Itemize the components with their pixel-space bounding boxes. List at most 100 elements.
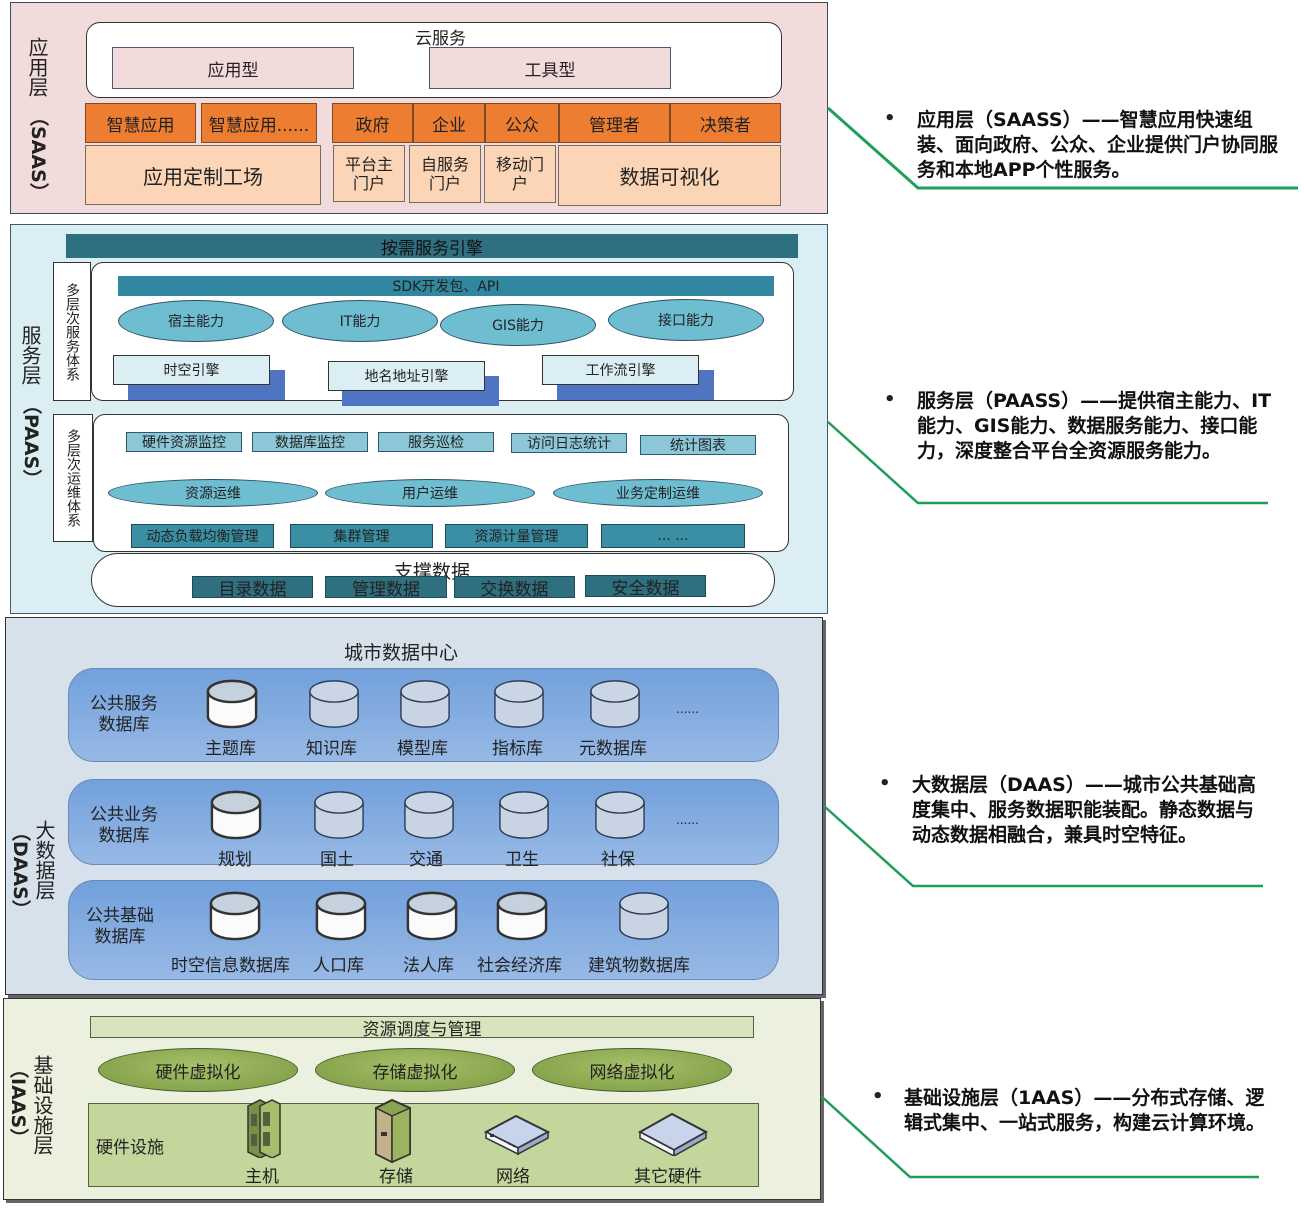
annotation-iaas: • 基础设施层（1AAS）——分布式存储、逻辑式集中、一站式服务，构建云计算环境… (872, 1086, 1272, 1136)
data-visualization-box: 数据可视化 (558, 145, 781, 206)
self-service-portal-box: 自服务门户 (409, 145, 481, 203)
database-label: 知识库 (306, 739, 357, 759)
paas-side-abbr: （PAAS） (20, 395, 42, 489)
hardware-network-label: 网络 (496, 1167, 530, 1187)
monitor-hardware: 硬件资源监控 (126, 432, 242, 452)
database-label: 国土 (320, 850, 354, 870)
iaas-side-label: 基础设施层 (30, 1055, 54, 1155)
service-system-label-box: 多层次服务体系 (53, 262, 91, 401)
database-group-name: 公共基础数据库 (86, 906, 154, 947)
user-gov-box: 政府 (332, 103, 413, 143)
mgmt-cluster: 集群管理 (290, 524, 433, 548)
hardware-virtualization: 硬件虚拟化 (98, 1048, 298, 1092)
database-group-name: 公共服务数据库 (90, 694, 158, 735)
user-enterprise-box: 企业 (413, 103, 485, 143)
bullet-icon: • (884, 108, 896, 129)
monitor-access-log: 访问日志统计 (511, 433, 627, 453)
database-cylinder-icon (314, 791, 364, 839)
capability-it: IT能力 (282, 300, 438, 342)
support-management-data: 管理数据 (325, 576, 447, 600)
support-catalog-data: 目录数据 (192, 576, 313, 600)
database-more-ellipsis: ...... (676, 813, 699, 827)
database-cylinder-icon (406, 891, 458, 941)
database-cylinder-icon (590, 680, 640, 728)
database-label: 元数据库 (579, 739, 647, 759)
database-more-ellipsis: ...... (676, 702, 699, 716)
cloud-service-panel: 云服务 应用型 工具型 (86, 22, 782, 98)
app-type-box: 应用型 (112, 47, 354, 89)
annotation-saas: • 应用层（SAASS）——智慧应用快速组装、面向政府、公众、企业提供门户协同服… (884, 108, 1288, 183)
support-security-data: 安全数据 (585, 575, 706, 599)
tool-type-box: 工具型 (429, 47, 671, 89)
capability-host: 宿主能力 (118, 300, 274, 342)
database-label: 交通 (409, 850, 443, 870)
cloud-title: 云服务 (415, 29, 466, 49)
paas-side-label: 服务层 (18, 325, 42, 385)
monitor-service-inspection: 服务巡检 (378, 432, 494, 452)
database-label: 主题库 (205, 739, 256, 759)
database-cylinder-icon (404, 791, 454, 839)
smart-app-more-box: 智慧应用...... (201, 103, 317, 143)
database-cylinder-icon (209, 891, 261, 941)
storage-virtualization: 存储虚拟化 (315, 1048, 515, 1092)
annotation-saas-text: 应用层（SAASS）——智慧应用快速组装、面向政府、公众、企业提供门户协同服务和… (917, 109, 1279, 181)
capability-gis: GIS能力 (440, 304, 596, 346)
database-label: 社保 (601, 850, 635, 870)
database-label: 建筑物数据库 (588, 956, 690, 976)
service-system-label: 多层次服务体系 (64, 282, 80, 381)
annotation-paas: • 服务层（PAASS）——提供宿主能力、IT能力、GIS能力、数据服务能力、接… (884, 389, 1280, 464)
database-cylinder-icon (494, 680, 544, 728)
user-decision-maker-box: 决策者 (670, 103, 781, 143)
database-cylinder-icon (206, 679, 258, 729)
user-public-box: 公众 (485, 103, 559, 143)
mgmt-resource-metering: 资源计量管理 (445, 524, 588, 548)
database-label: 指标库 (492, 739, 543, 759)
database-label: 社会经济库 (477, 956, 562, 976)
saas-side-label: 应用层 (25, 37, 49, 97)
daas-side-label: 大数据层 (32, 820, 56, 900)
database-label: 人口库 (313, 956, 364, 976)
mobile-portal-box: 移动门户 (484, 145, 556, 203)
database-label: 法人库 (403, 956, 454, 976)
support-exchange-data: 交换数据 (454, 576, 575, 600)
daas-side-abbr: （DAAS） (9, 822, 31, 919)
ops-system-label: 多层次运维体系 (65, 429, 81, 527)
resource-scheduling-bar: 资源调度与管理 (90, 1016, 754, 1040)
hardware-other-label: 其它硬件 (634, 1167, 702, 1187)
bullet-icon: • (884, 389, 896, 410)
database-cylinder-icon (496, 891, 548, 941)
smart-app-box: 智慧应用 (85, 103, 196, 143)
storage-icon (375, 1098, 411, 1164)
database-cylinder-icon (595, 791, 645, 839)
mgmt-load-balance: 动态负载均衡管理 (131, 524, 274, 548)
ops-system-label-box: 多层次运维体系 (53, 414, 93, 542)
annotation-daas-text: 大数据层（DAAS）——城市公共基础高度集中、服务数据职能装配。静态数据与动态数… (912, 774, 1256, 846)
spatiotemporal-engine-box: 时空引擎 (113, 355, 270, 385)
database-cylinder-icon (210, 790, 262, 840)
network-device-icon (484, 1114, 550, 1156)
database-cylinder-icon (499, 791, 549, 839)
hardware-area-label: 硬件设施 (96, 1138, 164, 1158)
bullet-icon: • (879, 773, 891, 794)
ops-resource: 资源运维 (108, 479, 318, 507)
mgmt-more: ... ... (601, 524, 745, 548)
workflow-engine-box: 工作流引擎 (542, 355, 699, 385)
server-host-icon (247, 1099, 281, 1158)
monitor-statistic-chart: 统计图表 (640, 435, 756, 455)
capability-interface: 接口能力 (608, 299, 764, 341)
city-data-center-title: 城市数据中心 (344, 642, 459, 664)
database-cylinder-icon (315, 891, 367, 941)
database-group-name: 公共业务数据库 (90, 805, 158, 846)
annotation-iaas-text: 基础设施层（1AAS）——分布式存储、逻辑式集中、一站式服务，构建云计算环境。 (904, 1087, 1266, 1134)
hardware-area (88, 1103, 759, 1187)
other-hardware-icon (638, 1112, 708, 1156)
database-label: 规划 (218, 850, 252, 870)
bullet-icon: • (872, 1086, 884, 1107)
place-address-engine-box: 地名地址引擎 (328, 361, 485, 391)
annotation-daas: • 大数据层（DAAS）——城市公共基础高度集中、服务数据职能装配。静态数据与动… (879, 773, 1259, 848)
main-portal-box: 平台主门户 (333, 145, 405, 202)
saas-side-abbr: （SAAS） (27, 107, 49, 202)
app-factory-box: 应用定制工场 (85, 145, 321, 205)
database-cylinder-icon (619, 892, 669, 940)
monitor-database: 数据库监控 (252, 432, 368, 452)
